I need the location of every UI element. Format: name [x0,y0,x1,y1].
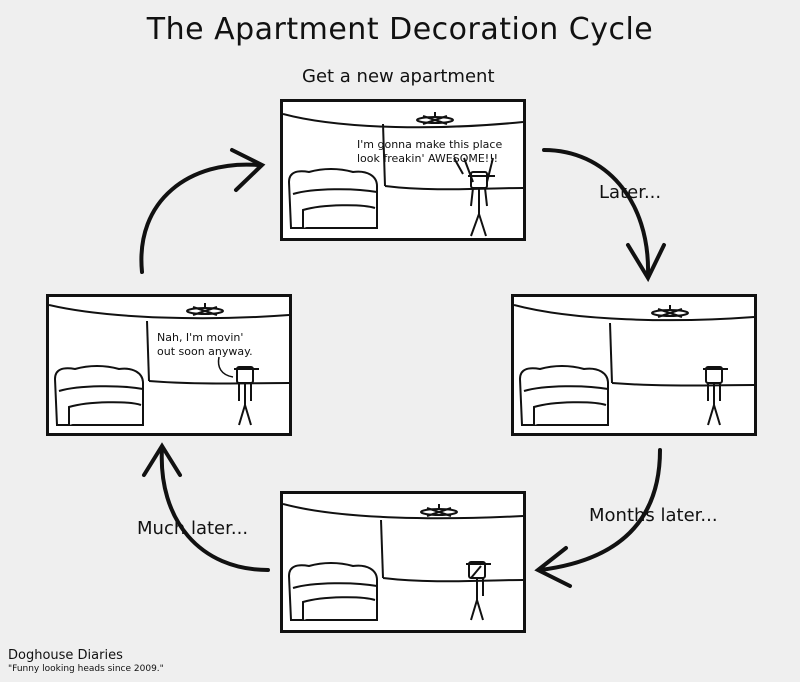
ceiling-fan-icon [420,504,458,517]
ceiling-fan-icon [186,303,224,316]
room-scene [283,503,523,621]
stick-figure-icon [453,157,495,237]
footer-author: Doghouse Diaries [8,648,123,663]
couch-icon [53,365,144,426]
arrow-left-to-top [139,162,260,274]
label-get-new-apartment: Get a new apartment [302,66,495,87]
couch-icon [518,365,609,426]
speech-bubble-top: I'm gonna make this place look freakin' … [357,138,502,166]
arrow-top-to-right [542,148,651,277]
label-much-later: Much later... [137,518,249,539]
panel-much-later: Nah, I'm movin' out soon anyway. [46,294,292,436]
speech-tail [217,356,234,378]
speech-top-line-1: I'm gonna make this place [357,138,503,151]
stick-figure-icon [466,561,491,621]
arrow-right-to-bottom [538,448,662,572]
comic-title: The Apartment Decoration Cycle [146,12,654,47]
arrow-bottom-to-left [159,446,270,572]
ceiling-fan-icon [416,112,454,125]
label-months-later: Months later... [589,505,718,526]
speech-left-line-2: out soon anyway. [157,345,253,358]
speech-left-line-1: Nah, I'm movin' [157,331,244,344]
stick-figure-icon [703,366,728,426]
panel-later [511,294,757,436]
stick-figure-icon [234,366,259,426]
panel-new-apartment: I'm gonna make this place look freakin' … [280,99,526,241]
panel-months-later [280,491,526,633]
footer-tagline: "Funny looking heads since 2009." [8,664,164,674]
speech-bubble-left: Nah, I'm movin' out soon anyway. [157,331,253,359]
room-scene [49,303,289,426]
label-later: Later... [599,182,662,203]
ceiling-fan-icon [651,305,689,318]
room-scene [283,112,523,237]
couch-icon [287,168,378,229]
room-scene [514,304,754,426]
couch-icon [287,562,378,621]
speech-top-line-2: look freakin' AWESOME!!! [357,152,499,165]
